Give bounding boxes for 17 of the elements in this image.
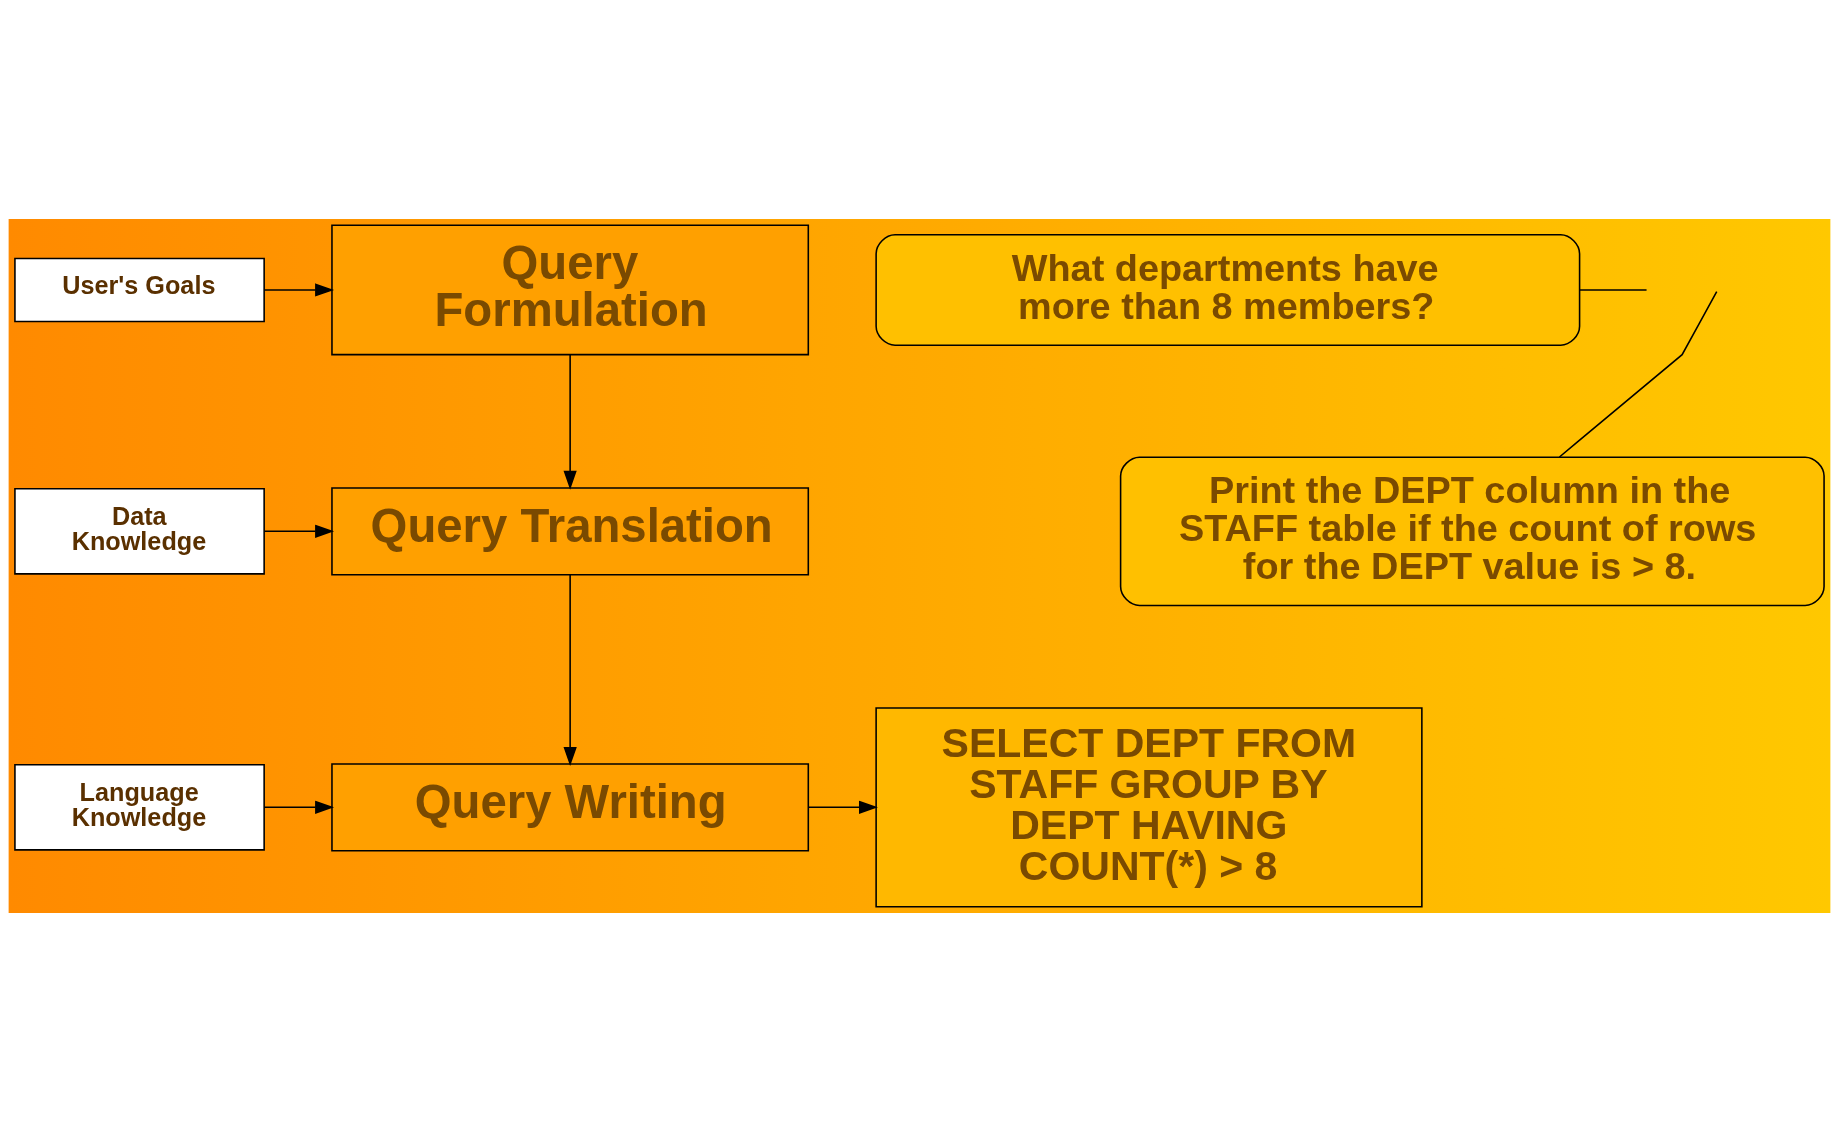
arrow	[807, 800, 878, 814]
arrow	[263, 800, 335, 814]
node-box: What departments have more than 8 members?	[875, 233, 1581, 346]
node-box: Print the DEPT column in the STAFF table if the count of rows for the DEPT value is > 8.	[1119, 455, 1825, 606]
node-box: Query Writing	[331, 762, 810, 851]
node-box: Data Knowledge	[14, 487, 265, 575]
node-box: Language Knowledge	[14, 763, 265, 851]
connector	[1558, 290, 1718, 458]
arrow	[263, 282, 335, 297]
connector	[1579, 288, 1648, 291]
node-box: Query Formulation	[331, 224, 810, 355]
node-box: Query Translation	[331, 486, 810, 575]
node-box: User's Goals	[14, 257, 265, 322]
node-box: SELECT DEPT FROM STAFF GROUP BY DEPT HAVING COUNT(*) > 8	[875, 706, 1423, 907]
arrow	[563, 573, 577, 766]
arrow	[263, 524, 335, 538]
arrow	[563, 353, 577, 490]
